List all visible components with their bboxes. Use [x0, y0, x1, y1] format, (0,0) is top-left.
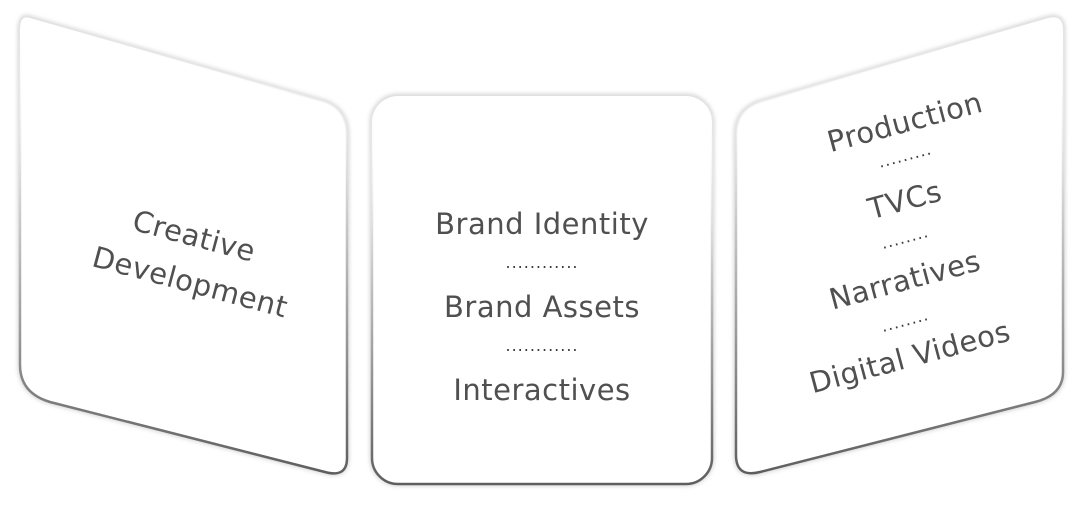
center-card-item1: Brand Identity — [435, 207, 649, 241]
center-card-separator2: ............ — [505, 336, 579, 355]
right-card — [734, 15, 1065, 476]
left-card — [18, 15, 349, 476]
center-card — [370, 94, 714, 486]
center-card-item3: Interactives — [453, 373, 631, 407]
center-card-item2: Brand Assets — [444, 290, 640, 324]
center-card-separator1: ............ — [505, 253, 579, 272]
